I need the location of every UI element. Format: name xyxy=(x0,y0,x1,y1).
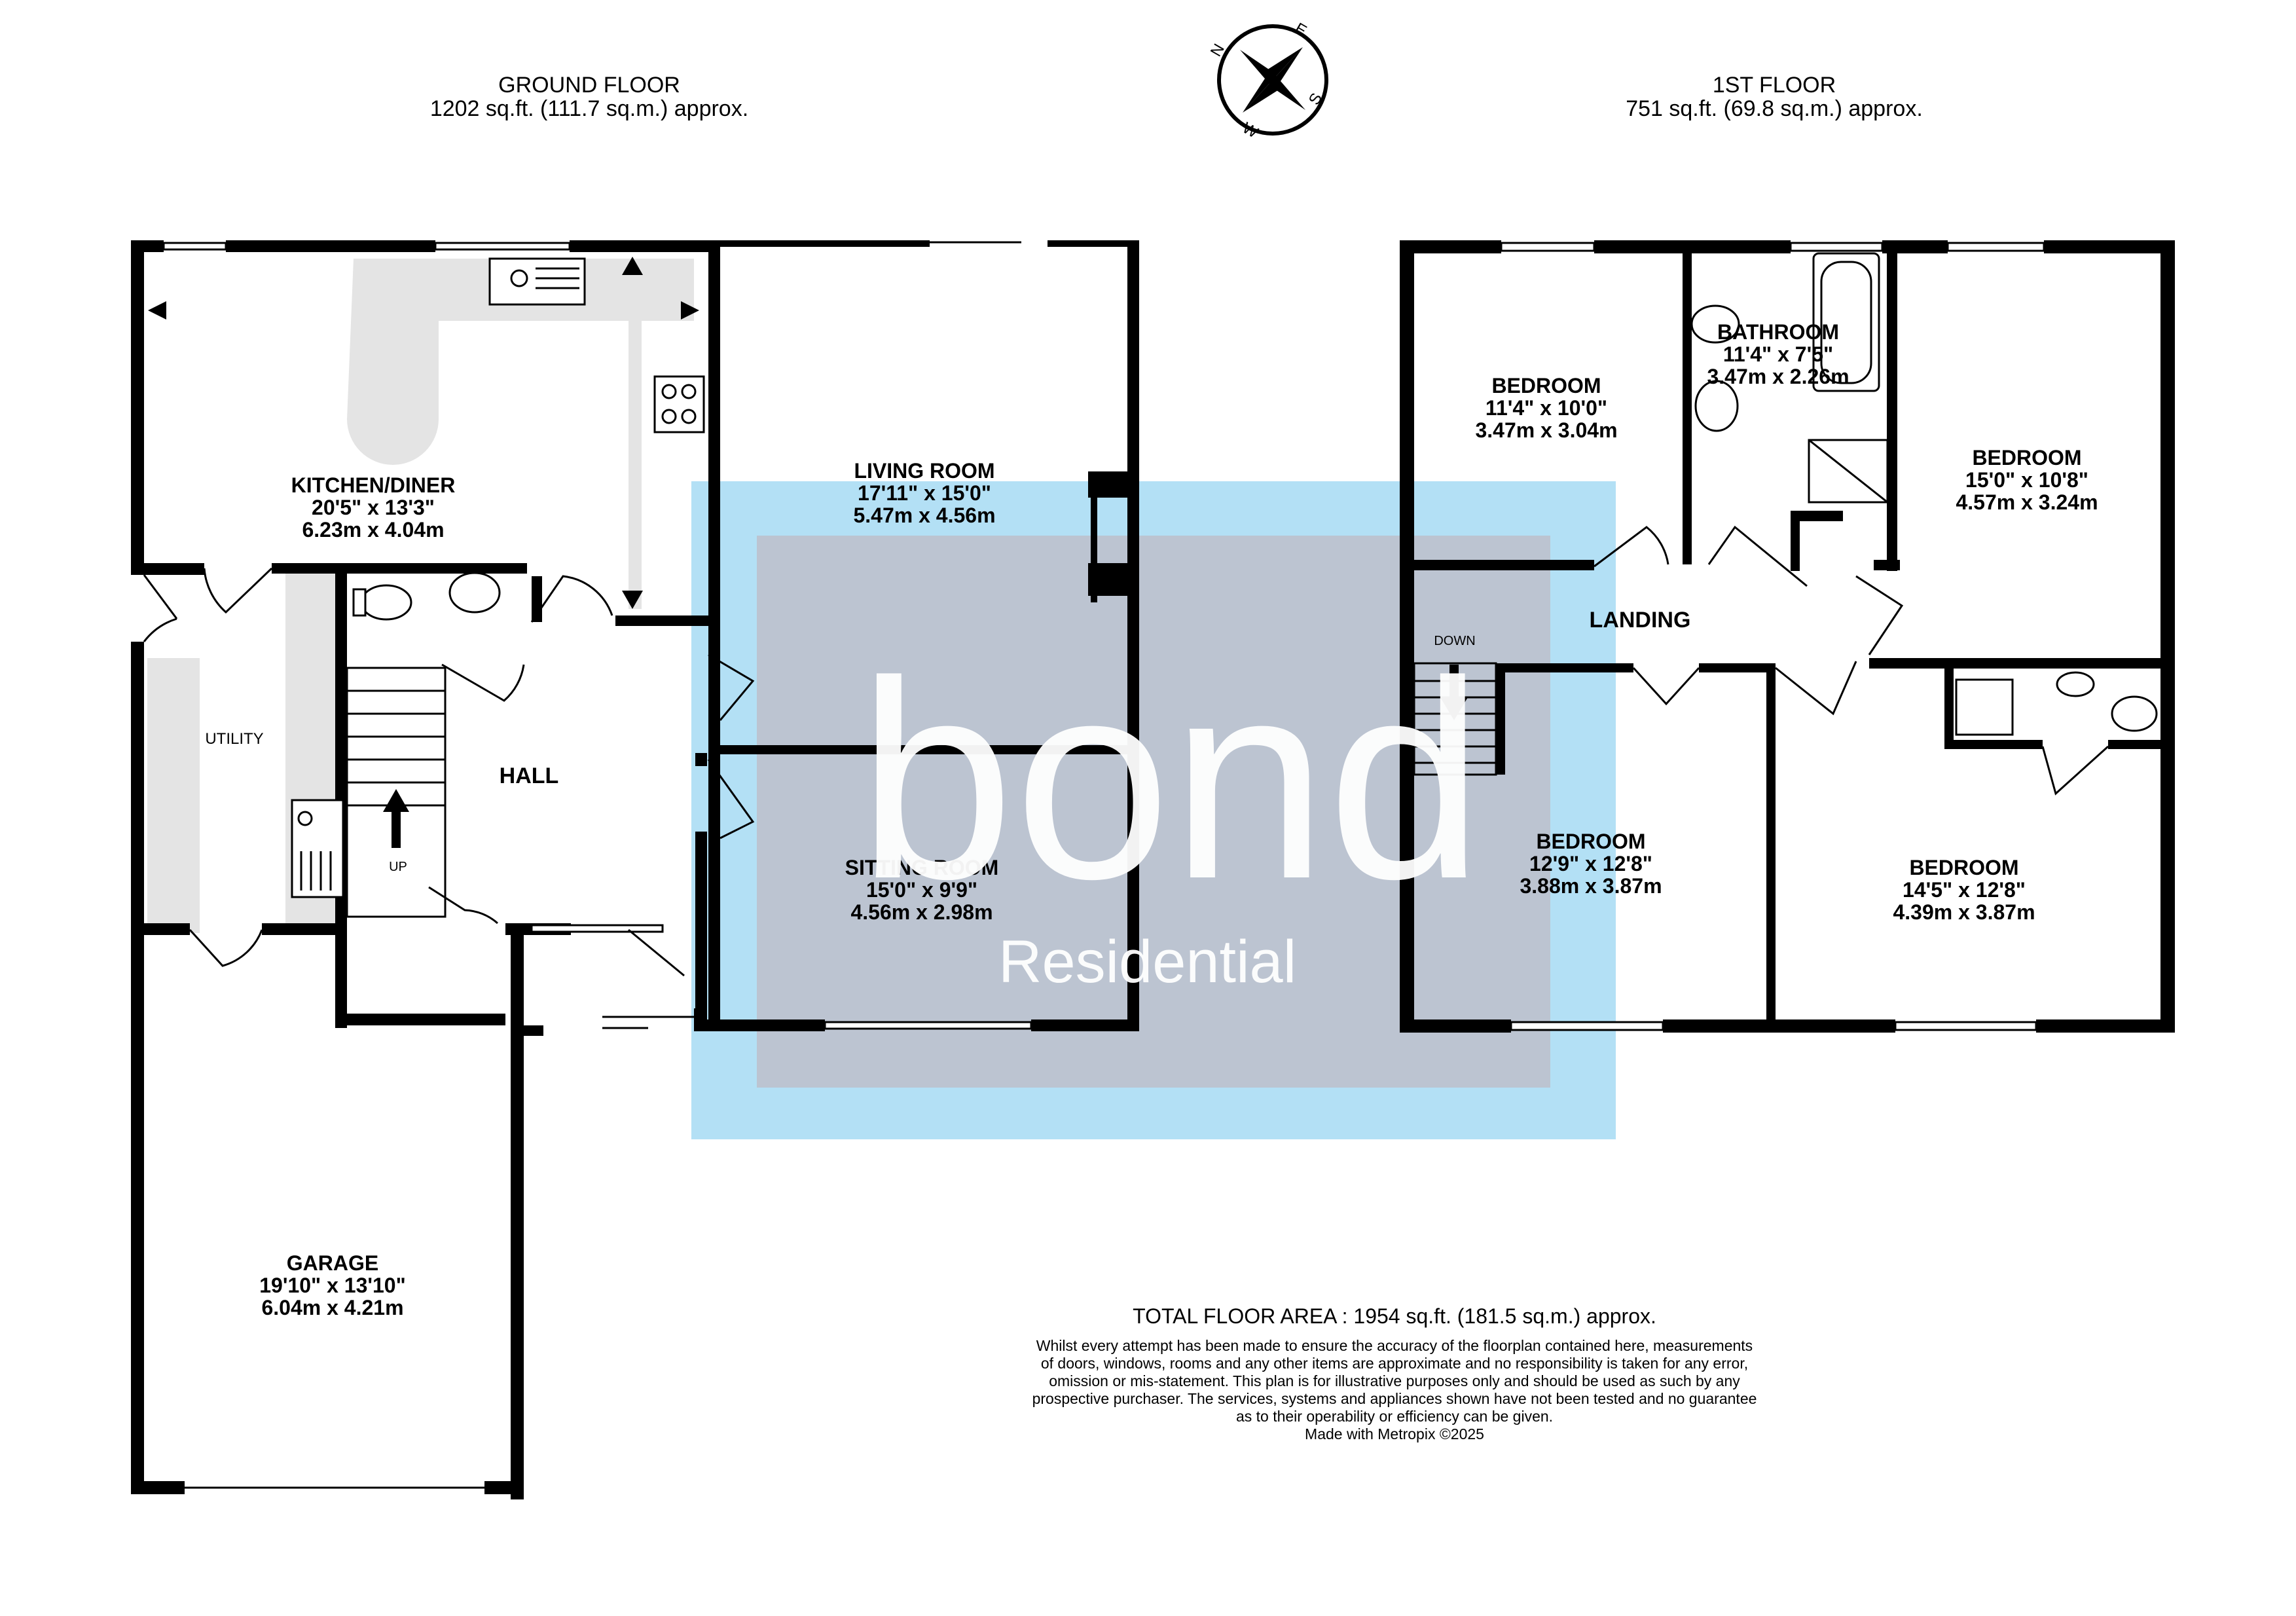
room-metric: 3.47m x 2.26m xyxy=(1707,365,1849,388)
hall-label: HALL xyxy=(500,763,559,788)
watermark-inner xyxy=(757,536,1550,1088)
room-metric: 4.57m x 3.24m xyxy=(1956,490,2098,514)
disclaimer: Whilst every attempt has been made to en… xyxy=(949,1337,1840,1443)
stairs-down-label: DOWN xyxy=(1434,634,1475,648)
first-floor-area: 751 sq.ft. (69.8 sq.m.) approx. xyxy=(1626,96,1923,121)
disclaimer-line: as to their operability or efficiency ca… xyxy=(1235,1408,1554,1425)
ground-stairs xyxy=(346,667,446,918)
ground-floor-walls xyxy=(131,240,1139,1499)
room-metric: 4.56m x 2.98m xyxy=(850,900,993,924)
utility-label: UTILITY xyxy=(205,730,263,748)
ground-floor-windows xyxy=(162,241,1032,1489)
ensuite-shower-icon xyxy=(1955,678,2014,736)
ground-floor-doors xyxy=(143,567,755,977)
landing-label: LANDING xyxy=(1590,608,1691,633)
room-name: LIVING ROOM xyxy=(854,459,994,483)
kitchen-sink-icon xyxy=(488,257,586,306)
room-name: BEDROOM xyxy=(1972,446,2081,469)
room-bedroom-1: BEDROOM 11'4" x 10'0" 3.47m x 3.04m xyxy=(1475,374,1617,442)
room-name: GARAGE xyxy=(287,1251,378,1275)
room-imperial: 20'5" x 13'3" xyxy=(312,496,435,519)
first-floor-walls xyxy=(1400,240,2175,1033)
room-metric: 6.23m x 4.04m xyxy=(302,518,444,542)
room-imperial: 15'0" x 10'8" xyxy=(1965,468,2088,492)
stairs-up-label: UP xyxy=(389,860,407,874)
ground-floor-heading: GROUND FLOOR 1202 sq.ft. (111.7 sq.m.) a… xyxy=(340,73,838,120)
watermark-sub: Residential xyxy=(998,928,1296,995)
ensuite-toilet-icon xyxy=(2111,695,2158,732)
room-imperial: 12'9" x 12'8" xyxy=(1529,852,1652,875)
watermark-brand: bond xyxy=(858,623,1484,938)
stairs-down-arrow-icon xyxy=(1440,665,1468,720)
room-imperial: 17'11" x 15'0" xyxy=(858,481,991,505)
stairs-up-arrow-icon xyxy=(383,789,409,848)
hob-icon xyxy=(653,375,705,433)
compass-icon: N E S W xyxy=(1207,20,1328,142)
room-imperial: 11'4" x 10'0" xyxy=(1485,396,1607,420)
room-metric: 6.04m x 4.21m xyxy=(261,1296,403,1319)
disclaimer-line: prospective purchaser. The services, sys… xyxy=(1032,1390,1757,1407)
toilet-icon xyxy=(360,584,412,621)
first-floor-plan: DOWN LANDING BEDROOM 11'4" x 10'0" 3.47m… xyxy=(1400,240,2175,1033)
room-name: BATHROOM xyxy=(1717,320,1839,344)
kitchen-worktop xyxy=(147,259,694,933)
first-floor-title: 1ST FLOOR xyxy=(1712,73,1836,98)
room-name: BEDROOM xyxy=(1491,374,1601,397)
room-kitchen-diner: KITCHEN/DINER 20'5" x 13'3" 6.23m x 4.04… xyxy=(291,473,456,542)
room-garage: GARAGE 19'10" x 13'10" 6.04m x 4.21m xyxy=(259,1251,406,1319)
basin-icon xyxy=(448,572,501,614)
ground-floor-plan: UP UTILITY HALL KITCHEN/DINER 20'5" x 13… xyxy=(131,240,1139,1499)
room-sitting-room: SITTING ROOM 15'0" x 9'9" 4.56m x 2.98m xyxy=(845,856,999,924)
bathroom-fixtures xyxy=(1690,252,2158,736)
room-name: SITTING ROOM xyxy=(845,856,999,879)
room-metric: 3.47m x 3.04m xyxy=(1475,418,1617,442)
first-floor-doors xyxy=(1594,525,2109,796)
basin-icon xyxy=(1694,380,1739,432)
room-imperial: 14'5" x 12'8" xyxy=(1903,878,2026,902)
first-floor-heading: 1ST FLOOR 751 sq.ft. (69.8 sq.m.) approx… xyxy=(1525,73,2023,120)
room-name: BEDROOM xyxy=(1536,830,1645,853)
total-area: TOTAL FLOOR AREA : 1954 sq.ft. (181.5 sq… xyxy=(1133,1304,1656,1328)
ground-floor-area: 1202 sq.ft. (111.7 sq.m.) approx. xyxy=(429,96,749,121)
room-bedroom-4: BEDROOM 14'5" x 12'8" 4.39m x 3.87m xyxy=(1893,856,2035,924)
credit: Made with Metropix ©2025 xyxy=(1305,1425,1484,1442)
disclaimer-line: Whilst every attempt has been made to en… xyxy=(1036,1337,1753,1354)
room-bedroom-2: BEDROOM 15'0" x 10'8" 4.57m x 3.24m xyxy=(1956,446,2098,514)
ground-floor-title: GROUND FLOOR xyxy=(498,73,680,98)
room-bathroom: BATHROOM 11'4" x 7'5" 3.47m x 2.26m xyxy=(1707,320,1849,388)
room-living-room: LIVING ROOM 17'11" x 15'0" 5.47m x 4.56m xyxy=(853,459,995,527)
room-name: BEDROOM xyxy=(1909,856,2018,879)
ensuite-basin-icon xyxy=(2056,671,2095,697)
kitchen-arrows xyxy=(148,257,699,609)
room-metric: 4.39m x 3.87m xyxy=(1893,900,2035,924)
room-imperial: 19'10" x 13'10" xyxy=(259,1274,406,1297)
first-floor-windows xyxy=(1500,242,2045,1031)
room-bedroom-3: BEDROOM 12'9" x 12'8" 3.88m x 3.87m xyxy=(1520,830,1662,898)
disclaimer-line: of doors, windows, rooms and any other i… xyxy=(1040,1355,1749,1372)
room-imperial: 11'4" x 7'5" xyxy=(1723,342,1833,366)
disclaimer-line: omission or mis-statement. This plan is … xyxy=(1049,1372,1740,1389)
toilet-icon xyxy=(1690,304,1740,344)
kitchen-fixtures xyxy=(291,257,705,898)
room-metric: 5.47m x 4.56m xyxy=(853,504,995,527)
room-name: KITCHEN/DINER xyxy=(291,473,456,497)
room-metric: 3.88m x 3.87m xyxy=(1520,874,1662,898)
room-imperial: 15'0" x 9'9" xyxy=(866,878,977,902)
